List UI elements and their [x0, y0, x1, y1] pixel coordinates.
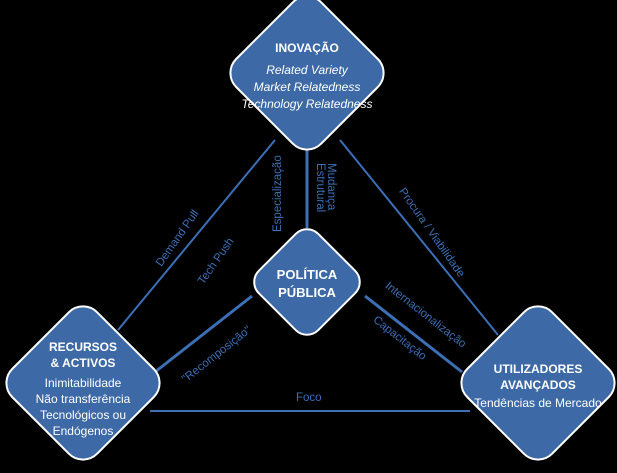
node-recursos-title-2: & ACTIVOS	[50, 356, 116, 370]
node-politica-title-1: POLÍTICA	[276, 267, 338, 282]
node-inovacao-title: INOVAÇÃO	[275, 41, 339, 55]
node-recursos-shape	[5, 305, 161, 461]
node-politica: POLÍTICA PÚBLICA	[262, 266, 352, 302]
node-inovacao-lines: Related Variety Market Relatedness Techn…	[227, 62, 387, 113]
edge-label-mudanca: Mudança	[325, 163, 337, 211]
node-utilizadores-line: Tendências de Mercado	[474, 396, 602, 410]
node-recursos-line: Tecnológicos ou	[39, 408, 127, 422]
edge-politica-utilizadores	[364, 294, 463, 374]
edge-label-foco: Foco	[296, 392, 322, 404]
node-recursos-line: Não transferência	[35, 392, 131, 406]
edge-inovacao-recursos	[117, 139, 276, 331]
node-politica-title-2: PÚBLICA	[278, 285, 336, 300]
node-recursos-line: Endógenos	[52, 424, 114, 438]
edge-inovacao-utilizadores	[339, 139, 499, 336]
node-utilizadores: UTILIZADORES AVANÇADOS Tendências de Mer…	[468, 361, 608, 411]
node-recursos: RECURSOS & ACTIVOS Inimitabilidade Não t…	[18, 339, 148, 439]
node-recursos-title-1: RECURSOS	[48, 340, 117, 354]
node-inovacao-shape	[229, 0, 385, 151]
node-utilizadores-title-2: AVANÇADOS	[500, 378, 576, 392]
node-inovacao-line: Related Variety	[266, 63, 348, 77]
node-politica-shape	[253, 228, 361, 336]
node-inovacao-line: Market Relatedness	[253, 80, 361, 94]
node-inovacao: INOVAÇÃO Related Variety Market Relatedn…	[227, 40, 387, 113]
node-inovacao-line: Technology Relatedness	[241, 97, 373, 111]
node-utilizadores-title-1: UTILIZADORES	[493, 362, 583, 376]
edge-politica-recursos	[154, 294, 253, 374]
node-recursos-line: Inimitabilidade	[44, 376, 122, 390]
node-utilizadores-shape	[460, 305, 616, 461]
edge-label-estrutural: Estrutural	[314, 163, 326, 213]
edge-label-especializacao: Especialização	[272, 155, 284, 232]
